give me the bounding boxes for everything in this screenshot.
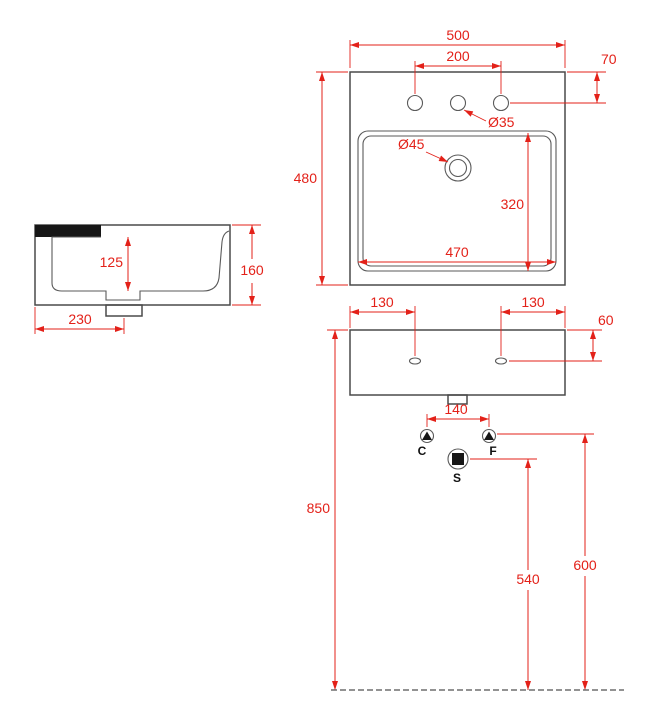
dim-drain-offset: 230	[34, 307, 125, 334]
dim-overall-depth-label: 480	[294, 170, 318, 186]
tap-hole-center	[449, 94, 467, 112]
callout-drain-diameter: Ø45	[398, 136, 449, 163]
dim-drain-offset-label: 230	[68, 311, 92, 327]
dim-basin-inner-height: 125	[100, 237, 131, 291]
top-view-basin-rim-inner	[362, 135, 552, 267]
dim-hole-drop-label: 60	[598, 312, 614, 328]
dim-overall-width-label: 500	[446, 27, 470, 43]
dim-left-hole-offset: 130	[349, 294, 416, 356]
dim-tap-hole-spacing: 200	[414, 48, 502, 94]
dim-supply-height-label: 600	[573, 557, 597, 573]
cold-supply-symbol: C	[418, 428, 435, 458]
hot-supply-symbol: F	[481, 428, 497, 458]
dim-right-hole-offset: 130	[500, 294, 566, 356]
dim-basin-depth-label: 320	[501, 196, 525, 212]
drain-hole-inner	[448, 158, 468, 178]
dim-side-overall-height: 160	[232, 224, 264, 306]
side-view-basin-profile	[51, 230, 230, 301]
drain-diameter-label: Ø45	[398, 136, 425, 152]
tap-hole-left	[406, 94, 424, 112]
tap-hole-diameter-label: Ø35	[488, 114, 515, 130]
dim-overall-depth: 480	[294, 71, 348, 286]
side-view-drain-stub	[105, 304, 143, 317]
top-view: 500 200 70 Ø35 Ø45	[294, 27, 617, 286]
front-view: 130 130 60 140 C	[307, 294, 624, 691]
mount-slot-right	[494, 357, 508, 365]
dim-basin-inner-height-label: 125	[100, 254, 124, 270]
dim-right-hole-offset-label: 130	[521, 294, 545, 310]
top-view-outer-rim	[349, 71, 566, 286]
cold-supply-label: C	[418, 444, 427, 458]
waste-outlet-label: S	[453, 471, 461, 485]
dim-supply-spacing: 140	[426, 401, 490, 427]
front-view-drain-stub	[447, 394, 468, 405]
dim-supply-height: 600	[497, 433, 597, 690]
waste-outlet-symbol: S	[447, 448, 469, 485]
drain-hole-outer	[444, 154, 472, 182]
dim-waste-height-label: 540	[516, 571, 540, 587]
dim-basin-depth: 320	[501, 133, 531, 271]
dim-waste-height: 540	[470, 458, 540, 690]
dim-mount-height-label: 850	[307, 500, 331, 516]
top-view-basin-rim-outer	[357, 130, 557, 272]
dim-basin-width-label: 470	[445, 244, 469, 260]
side-view-deck-section	[35, 225, 101, 237]
dim-basin-width: 470	[358, 244, 556, 265]
mount-slot-left	[408, 357, 422, 365]
hot-supply-label: F	[489, 444, 496, 458]
dim-supply-spacing-label: 140	[444, 401, 468, 417]
front-view-body	[349, 329, 566, 396]
dim-overall-width: 500	[349, 27, 566, 68]
dim-tap-hole-offset-label: 70	[601, 51, 617, 67]
dim-side-overall-height-label: 160	[240, 262, 264, 278]
dim-mount-height: 850	[307, 329, 348, 690]
dim-tap-hole-offset: 70	[510, 51, 617, 104]
dim-tap-hole-spacing-label: 200	[446, 48, 470, 64]
side-view: 125 160 230	[34, 224, 264, 334]
callout-tap-hole-diameter: Ø35	[463, 109, 515, 130]
tap-hole-right	[492, 94, 510, 112]
dim-left-hole-offset-label: 130	[370, 294, 394, 310]
dim-hole-drop: 60	[509, 312, 614, 362]
